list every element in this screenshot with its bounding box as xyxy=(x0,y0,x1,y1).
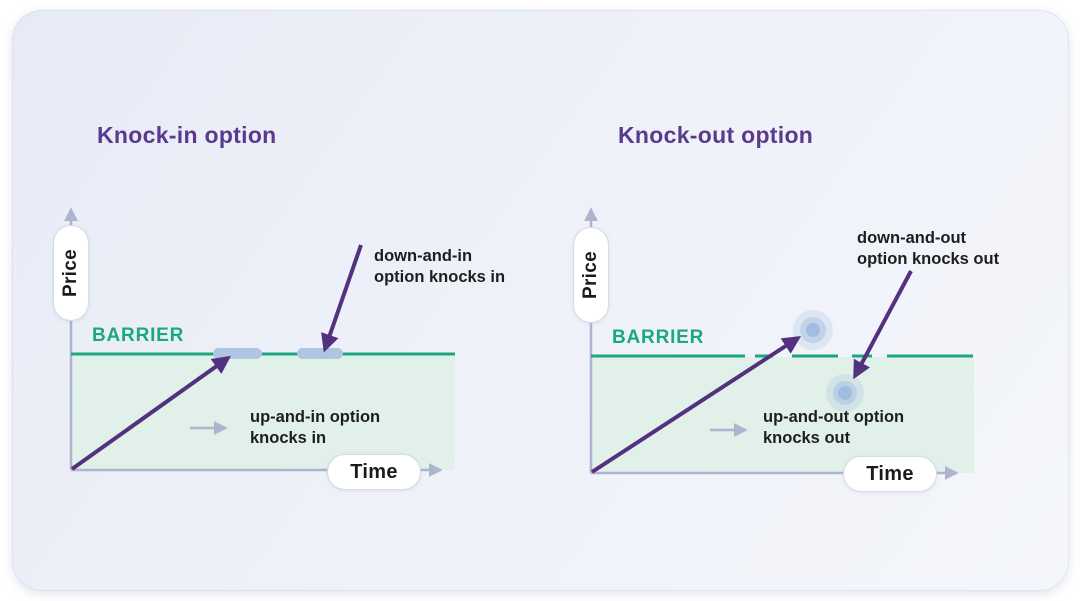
knock-out-down-annotation: down-and-out option knocks out xyxy=(857,229,1000,268)
knock-out-price-path-arrow xyxy=(590,335,802,474)
knock-in-down-pointer-arrow xyxy=(321,244,363,353)
knock-out-time-axis-label: Time xyxy=(843,456,937,492)
knock-in-title: Knock-in option xyxy=(97,122,277,148)
knock-out-title: Knock-out option xyxy=(618,122,814,148)
knock-out-glow-marker-above xyxy=(793,310,833,350)
knock-in-down-annotation: down-and-in option knocks in xyxy=(374,247,506,286)
infographic-card xyxy=(12,10,1069,591)
knock-in-time-axis-label: Time xyxy=(327,454,421,490)
knock-in-touch-marker-1 xyxy=(213,348,262,359)
knock-in-up-annotation: up-and-in option knocks in xyxy=(250,408,381,447)
knock-in-below-barrier-region xyxy=(71,355,455,470)
knock-in-diagram xyxy=(64,207,455,477)
knock-in-touch-marker-2 xyxy=(297,348,343,359)
knock-out-price-axis-label: Price xyxy=(573,227,609,323)
knock-in-price-axis-label: Price xyxy=(53,225,89,321)
knock-in-barrier-label: BARRIER xyxy=(92,325,185,346)
knock-in-price-path-arrow xyxy=(70,355,231,471)
knock-out-below-barrier-region xyxy=(591,357,974,473)
knock-out-down-pointer-arrow xyxy=(853,270,913,380)
knock-out-up-annotation: up-and-out option knocks out xyxy=(763,408,905,447)
knock-out-barrier-label: BARRIER xyxy=(612,327,705,348)
knock-out-diagram xyxy=(584,207,974,480)
knock-out-glow-marker-below xyxy=(826,374,864,412)
